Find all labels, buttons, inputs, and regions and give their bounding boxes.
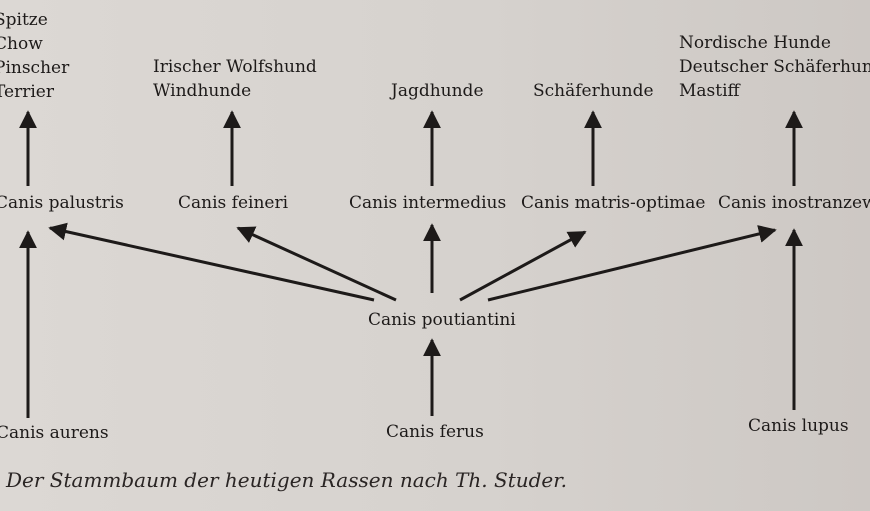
breed-label: Schäferhunde <box>533 81 654 101</box>
species-aurens: Canis aurens <box>0 423 109 443</box>
arrow-poutiantini-to-feineri <box>236 226 397 302</box>
breed-label: Terrier <box>0 82 54 102</box>
breed-label: Pinscher <box>0 58 70 78</box>
spitz-group: Spitze Chow Pinscher Terrier <box>0 8 69 104</box>
species-palustris: Canis palustris <box>0 193 124 213</box>
breed-label: Deutscher Schäferhund <box>679 57 870 77</box>
species-lupus: Canis lupus <box>748 416 849 436</box>
species-feineri: Canis feineri <box>178 193 289 213</box>
wolfhound-group: Irischer Wolfshund Windhunde <box>153 55 317 103</box>
arrow-poutiantini-to-inostranzewi <box>487 225 777 302</box>
species-poutiantini: Canis poutiantini <box>368 310 516 330</box>
figure-caption: Der Stammbaum der heutigen Rassen nach T… <box>6 468 567 492</box>
nordic-group: Nordische Hunde Deutscher Schäferhund Ma… <box>679 31 870 103</box>
species-ferus: Canis ferus <box>386 422 484 442</box>
schaefer-group: Schäferhunde <box>533 79 654 103</box>
breed-label: Jagdhunde <box>391 81 484 101</box>
arrow-poutiantini-to-matris <box>459 230 587 302</box>
species-intermedius: Canis intermedius <box>349 193 507 213</box>
breed-label: Chow <box>0 34 43 54</box>
breed-label: Irischer Wolfshund <box>153 57 317 77</box>
arrow-poutiantini-to-palustris <box>48 222 375 302</box>
breed-label: Windhunde <box>153 81 252 101</box>
breed-label: Mastiff <box>679 81 740 101</box>
breed-label: Spitze <box>0 10 48 30</box>
species-matris-optimae: Canis matris-optimae <box>521 193 706 213</box>
breed-label: Nordische Hunde <box>679 33 831 53</box>
species-inostranzewi: Canis inostranzewi <box>718 193 870 213</box>
jagd-group: Jagdhunde <box>391 79 484 103</box>
